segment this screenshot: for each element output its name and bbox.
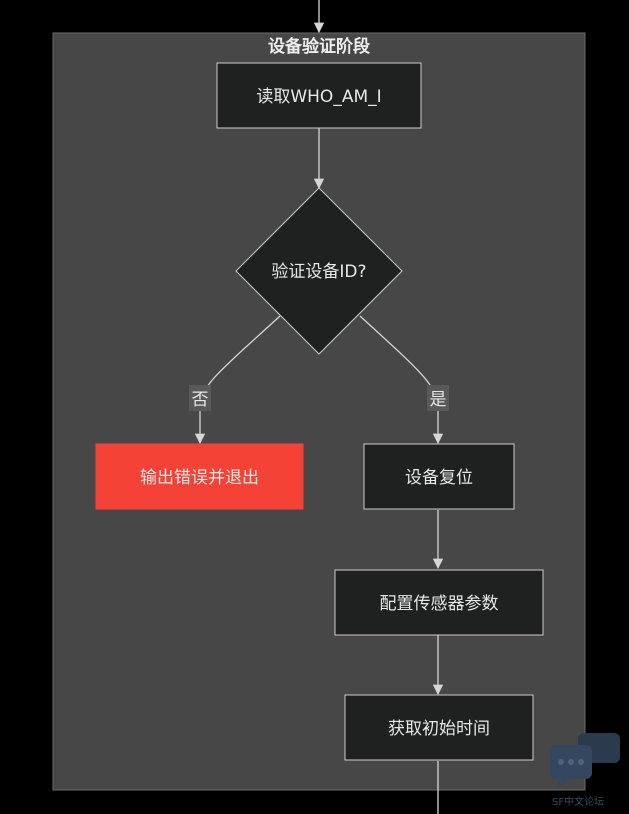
svg-text:输出错误并退出: 输出错误并退出 (140, 468, 259, 488)
node-get-time: 获取初始时间 (344, 694, 534, 761)
svg-text:是: 是 (430, 390, 447, 410)
svg-text:获取初始时间: 获取初始时间 (388, 719, 490, 739)
chat-bubble-icon (550, 733, 620, 790)
svg-text:配置传感器参数: 配置传感器参数 (380, 594, 499, 614)
edge-label-yes: 是 (427, 385, 449, 411)
node-read-whoami: 读取WHO_AM_I (216, 62, 422, 129)
edge-label-no: 否 (189, 385, 211, 411)
node-device-reset: 设备复位 (363, 443, 515, 510)
svg-text:否: 否 (192, 390, 209, 410)
watermark: SF中文论坛 (550, 733, 620, 808)
svg-text:读取WHO_AM_I: 读取WHO_AM_I (256, 87, 381, 107)
subgraph-title: 设备验证阶段 (268, 36, 370, 57)
node-error-exit: 输出错误并退出 (95, 443, 304, 510)
node-config-params: 配置传感器参数 (334, 569, 544, 636)
svg-text:SF中文论坛: SF中文论坛 (552, 795, 604, 808)
node-verify-id-decision: 验证设备ID? (235, 187, 403, 355)
svg-text:设备复位: 设备复位 (405, 468, 473, 488)
svg-text:验证设备ID?: 验证设备ID? (271, 262, 366, 282)
